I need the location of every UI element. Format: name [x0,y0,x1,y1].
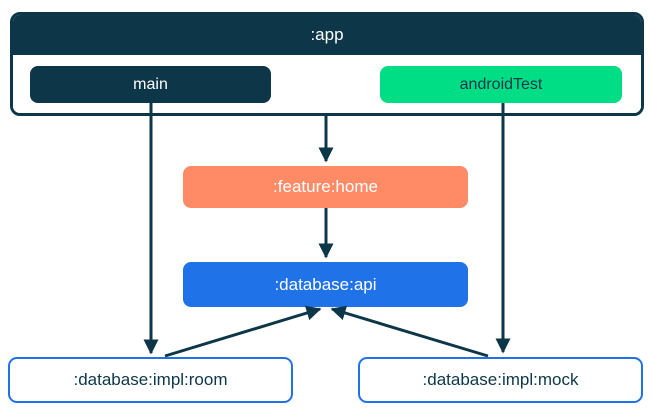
module-app-header: :app [13,15,641,55]
sourceset-main: main [30,66,271,103]
node-feature-home: :feature:home [183,166,468,208]
module-app-sourcesets: main androidTest [13,55,641,113]
node-database-impl-room: :database:impl:room [8,357,293,403]
node-database-api: :database:api [183,262,468,307]
node-database-impl-room-label: :database:impl:room [73,370,228,389]
module-app-label: :app [310,25,344,44]
node-database-impl-mock: :database:impl:mock [358,357,643,403]
edge-impl-room-to-database-api [164,305,322,358]
edge-impl-mock-to-database-api [330,305,489,358]
sourceset-main-label: main [133,75,168,93]
module-app-container: :app main androidTest [10,12,644,116]
sourceset-androidtest-label: androidTest [459,75,543,93]
node-database-impl-mock-label: :database:impl:mock [422,370,579,389]
node-feature-home-label: :feature:home [273,177,378,196]
node-database-api-label: :database:api [274,274,377,294]
sourceset-androidtest: androidTest [380,66,622,103]
